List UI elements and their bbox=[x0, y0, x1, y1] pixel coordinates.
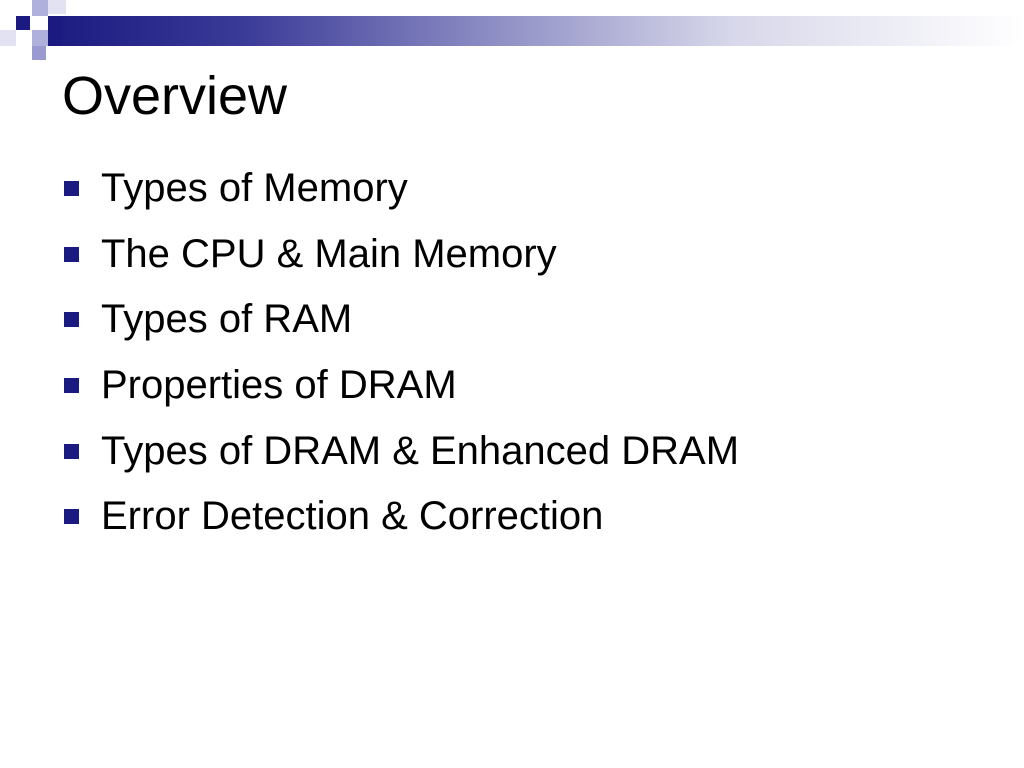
decorative-square bbox=[48, 0, 66, 14]
bullet-item: The CPU & Main Memory bbox=[64, 222, 739, 288]
decorative-square bbox=[32, 30, 48, 46]
bullet-item: Error Detection & Correction bbox=[64, 484, 739, 550]
square-bullet-icon bbox=[64, 378, 79, 394]
header-gradient-bar bbox=[48, 16, 1024, 46]
bullet-text: Error Detection & Correction bbox=[101, 494, 604, 539]
decorative-square bbox=[16, 16, 30, 30]
bullet-text: Types of RAM bbox=[101, 297, 353, 342]
bullet-item: Types of RAM bbox=[64, 287, 739, 353]
bullet-text: Types of DRAM & Enhanced DRAM bbox=[101, 428, 740, 473]
decorative-square bbox=[32, 46, 46, 60]
square-bullet-icon bbox=[64, 181, 79, 197]
bullet-text: Types of Memory bbox=[101, 166, 408, 211]
bullet-text: Properties of DRAM bbox=[101, 363, 457, 408]
square-bullet-icon bbox=[64, 246, 79, 262]
slide-title: Overview bbox=[62, 66, 288, 126]
bullet-item: Types of Memory bbox=[64, 156, 739, 222]
square-bullet-icon bbox=[64, 312, 79, 328]
bullet-item: Properties of DRAM bbox=[64, 353, 739, 419]
decorative-square bbox=[0, 30, 16, 46]
bullet-list: Types of Memory The CPU & Main Memory Ty… bbox=[64, 156, 739, 550]
decorative-square bbox=[48, 16, 62, 46]
bullet-item: Types of DRAM & Enhanced DRAM bbox=[64, 418, 739, 484]
bullet-text: The CPU & Main Memory bbox=[101, 231, 557, 276]
square-bullet-icon bbox=[64, 443, 79, 459]
square-bullet-icon bbox=[64, 509, 79, 525]
decorative-square bbox=[32, 0, 48, 16]
